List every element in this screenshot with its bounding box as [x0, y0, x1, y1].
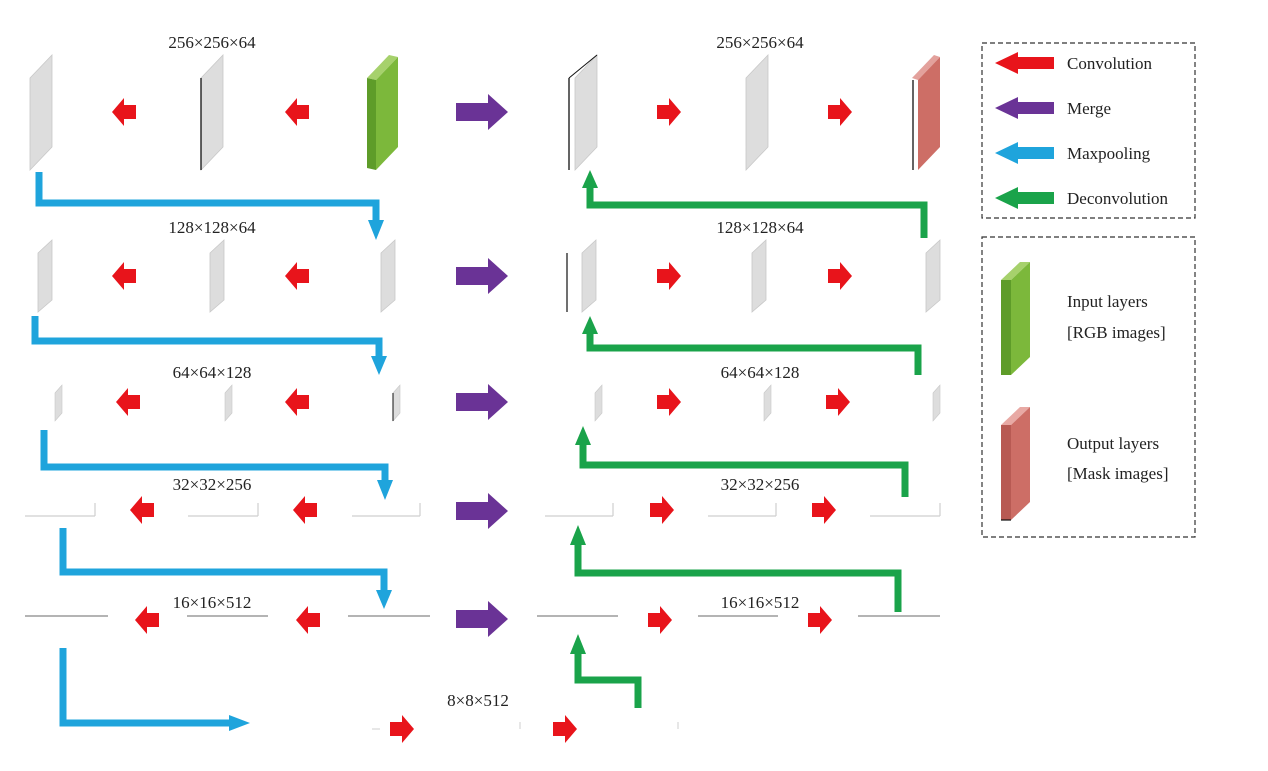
legend-maxpooling-label: Maxpooling	[1067, 144, 1151, 163]
maxpooling-connections	[31, 172, 389, 727]
level-4-label-left: 32×32×256	[173, 475, 252, 494]
convolution-arrows	[112, 98, 852, 743]
deconvolution-arrow	[586, 186, 928, 238]
green-layer-icon	[1001, 262, 1030, 375]
bottleneck-feature-maps	[372, 722, 679, 730]
level-4-label-right: 32×32×256	[721, 475, 800, 494]
legend-output-line2: [Mask images]	[1067, 464, 1169, 483]
level-3-label-left: 64×64×128	[173, 363, 252, 382]
feature-map	[932, 384, 941, 422]
feature-map	[763, 384, 772, 422]
maxpooling-arrow	[31, 316, 383, 358]
level-2-feature-maps	[37, 239, 941, 313]
legend-operations: Convolution Merge Maxpooling Deconvoluti…	[981, 42, 1196, 219]
deconvolution-arrowheads	[570, 170, 598, 654]
maxpooling-arrow	[59, 648, 232, 727]
legend-merge-label: Merge	[1067, 99, 1111, 118]
legend-layers: Input layers [RGB images] Output layers …	[981, 236, 1196, 538]
level-2-label-left: 128×128×64	[168, 218, 256, 237]
deconvolution-connections	[574, 186, 928, 708]
deconvolution-arrow	[574, 652, 642, 708]
feature-map	[37, 239, 53, 313]
deconvolution-arrow	[579, 443, 909, 497]
feature-map	[594, 384, 603, 422]
legend-output-line1: Output layers	[1067, 434, 1159, 453]
output-layer	[912, 55, 940, 80]
feature-map	[380, 239, 396, 313]
input-layer	[367, 55, 398, 80]
maxpooling-arrow	[40, 430, 389, 482]
level-5-label-left: 16×16×512	[173, 593, 252, 612]
level-5-label-right: 16×16×512	[721, 593, 800, 612]
maxpooling-arrow	[35, 172, 380, 222]
input-layer	[367, 78, 376, 170]
feature-map	[54, 384, 63, 422]
legend-input-line2: [RGB images]	[1067, 323, 1166, 342]
feature-map	[745, 54, 769, 171]
legend-convolution-label: Convolution	[1067, 54, 1153, 73]
feature-map	[574, 54, 598, 171]
output-layer	[918, 57, 940, 170]
red-arrow-icon	[995, 52, 1054, 74]
legend-deconvolution-label: Deconvolution	[1067, 189, 1169, 208]
purple-arrow-icon	[995, 97, 1054, 119]
deconvolution-arrow	[574, 543, 902, 612]
maxpooling-arrow	[59, 528, 388, 592]
level-1-label-left: 256×256×64	[168, 33, 256, 52]
green-arrow-icon	[995, 187, 1054, 209]
feature-map	[751, 239, 767, 313]
feature-map	[200, 54, 224, 171]
level-1-label-right: 256×256×64	[716, 33, 804, 52]
maxpooling-arrowheads	[229, 220, 393, 731]
feature-map	[925, 239, 941, 313]
deconvolution-arrow	[586, 332, 922, 375]
red-layer-icon	[1001, 407, 1030, 521]
feature-map	[392, 384, 401, 422]
legend-input-line1: Input layers	[1067, 292, 1148, 311]
feature-map	[209, 239, 225, 313]
feature-map	[29, 54, 53, 171]
blue-arrow-icon	[995, 142, 1054, 164]
level-2-label-right: 128×128×64	[716, 218, 804, 237]
feature-map	[581, 239, 597, 313]
merge-arrows	[456, 94, 508, 637]
level-1-feature-maps	[29, 54, 940, 171]
level-3-feature-maps	[54, 384, 941, 422]
bottleneck-label: 8×8×512	[447, 691, 509, 710]
feature-map	[224, 384, 233, 422]
level-4-feature-maps	[25, 503, 941, 517]
level-3-label-right: 64×64×128	[721, 363, 800, 382]
